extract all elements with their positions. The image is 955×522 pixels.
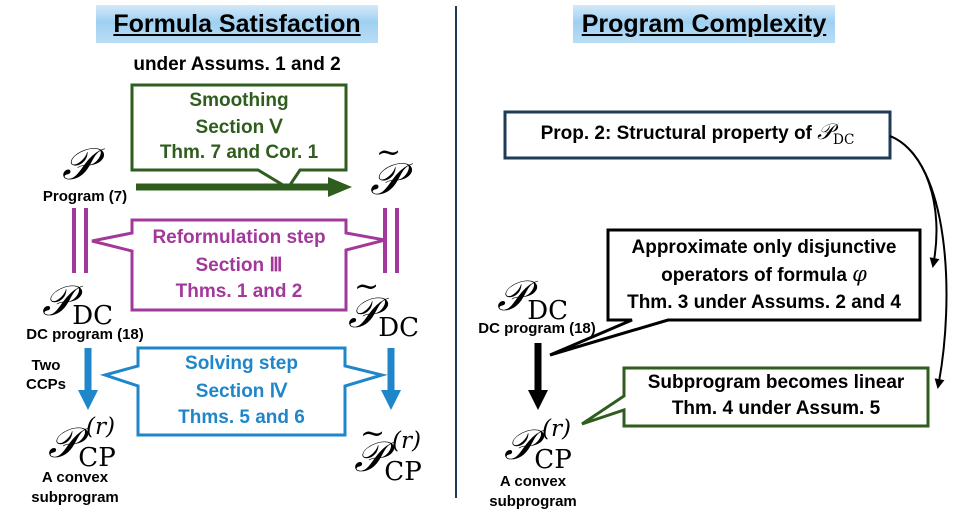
prop2-text: Prop. 2: Structural property of 𝒫DC: [505, 122, 890, 147]
approx-line2: operators of formula φ: [608, 264, 920, 287]
symbol-p-tilde-cp-sub: CP: [384, 457, 422, 488]
left-subheader: under Assums. 1 and 2: [133, 54, 341, 75]
approx-line1: Approximate only disjunctive: [631, 237, 897, 258]
symbol-p-tilde-cp-mark: ~: [360, 416, 386, 451]
convex-left-line2: subprogram: [31, 489, 119, 506]
symbol-p-cp-left-sup: (r): [86, 414, 116, 440]
solve-arrow-right-panel-head: [528, 390, 548, 410]
prop2-symbol-sub: DC: [833, 131, 855, 148]
symbol-p-tilde-cp-letter: 𝒫: [354, 432, 385, 481]
symbol-p-cp-left: 𝒫CP (r): [48, 415, 116, 474]
prop2-symbol-letter: 𝒫: [817, 120, 834, 145]
approx-line2-text: operators of formula: [661, 265, 853, 286]
equiv-bar-left-1: [72, 208, 76, 273]
symbol-p-dc-right-sub: DC: [527, 296, 569, 327]
symbol-p-tilde-dc-sub: DC: [378, 313, 420, 344]
symbol-p-dc-letter: 𝒫: [42, 276, 73, 325]
convex-left-line1: A convex: [41, 469, 109, 486]
smoothing-section: Section Ⅴ: [195, 117, 283, 138]
solving-title: Solving step: [185, 353, 298, 374]
symbol-p-tilde: 𝒫: [370, 154, 402, 205]
prop2-box: [503, 110, 892, 160]
dc-program-label-right: DC program (18): [478, 320, 596, 337]
symbol-p-cp-right-sub: CP: [534, 445, 572, 476]
smoothing-title: Smoothing: [189, 90, 289, 111]
left-header: Formula Satisfaction: [96, 5, 378, 43]
symbol-p-dc: 𝒫DC: [42, 280, 114, 332]
symbol-p-cp-left-sub: CP: [78, 443, 116, 474]
approx-callout-box: [549, 228, 922, 357]
equiv-bar-right-2: [395, 208, 399, 273]
right-header: Program Complexity: [573, 5, 835, 43]
linear-callout-box: [581, 366, 930, 428]
reformulation-section: Section Ⅲ: [195, 255, 283, 276]
convex-right-line2: subprogram: [489, 493, 577, 510]
symbol-p-tilde-mark: ~: [376, 135, 402, 170]
prop2-to-linear-arrow: [889, 135, 948, 389]
convex-right-line1: A convex: [499, 473, 567, 490]
reformulation-refs: Thms. 1 and 2: [175, 281, 303, 302]
solve-arrow-left-head: [78, 390, 98, 410]
symbol-p-tilde-cp: 𝒫CP (r): [354, 429, 422, 488]
approx-line3: Thm. 3 under Assums. 2 and 4: [627, 292, 901, 313]
prop2-label: Prop. 2: Structural property of: [540, 123, 818, 144]
symbol-p-tilde-dc: 𝒫DC: [348, 292, 420, 344]
symbol-p-dc-right-letter: 𝒫: [497, 271, 528, 320]
symbol-p-tilde-dc-mark: ~: [354, 269, 380, 304]
smoothing-callout-box: [130, 83, 348, 191]
solving-section: Section Ⅳ: [195, 381, 288, 402]
two-ccps-line2: CCPs: [25, 376, 66, 393]
solve-arrow-right-head: [381, 390, 401, 410]
smoothing-arrow-head: [328, 177, 352, 197]
reformulation-callout-box: [91, 218, 386, 312]
equiv-bar-left-2: [84, 208, 88, 273]
prop2-symbol: 𝒫DC: [817, 120, 855, 148]
dc-program-label: DC program (18): [26, 326, 144, 343]
symbol-p-tilde-cp-sup: (r): [392, 428, 422, 454]
symbol-p-dc-sub: DC: [72, 301, 114, 332]
two-ccps-line1: Two: [31, 357, 61, 374]
symbol-p-dc-right: 𝒫DC: [497, 275, 569, 327]
symbol-p-cp-left-letter: 𝒫: [48, 418, 79, 467]
reformulation-title: Reformulation step: [152, 227, 326, 248]
symbol-p-cp-right-sup: (r): [542, 416, 572, 442]
program-label: Program (7): [42, 188, 128, 205]
symbol-p-cp-right: 𝒫CP (r): [504, 417, 572, 476]
approx-phi: φ: [852, 262, 867, 286]
symbol-p-cp-right-letter: 𝒫: [504, 420, 535, 469]
smoothing-refs: Thm. 7 and Cor. 1: [159, 142, 319, 163]
symbol-p-tilde-dc-letter: 𝒫: [348, 288, 379, 337]
linear-line1: Subprogram becomes linear: [647, 372, 905, 393]
solving-refs: Thms. 5 and 6: [178, 407, 305, 428]
symbol-p: 𝒫: [62, 139, 94, 190]
linear-line2: Thm. 4 under Assum. 5: [671, 398, 881, 419]
solving-callout-box: [99, 346, 388, 437]
